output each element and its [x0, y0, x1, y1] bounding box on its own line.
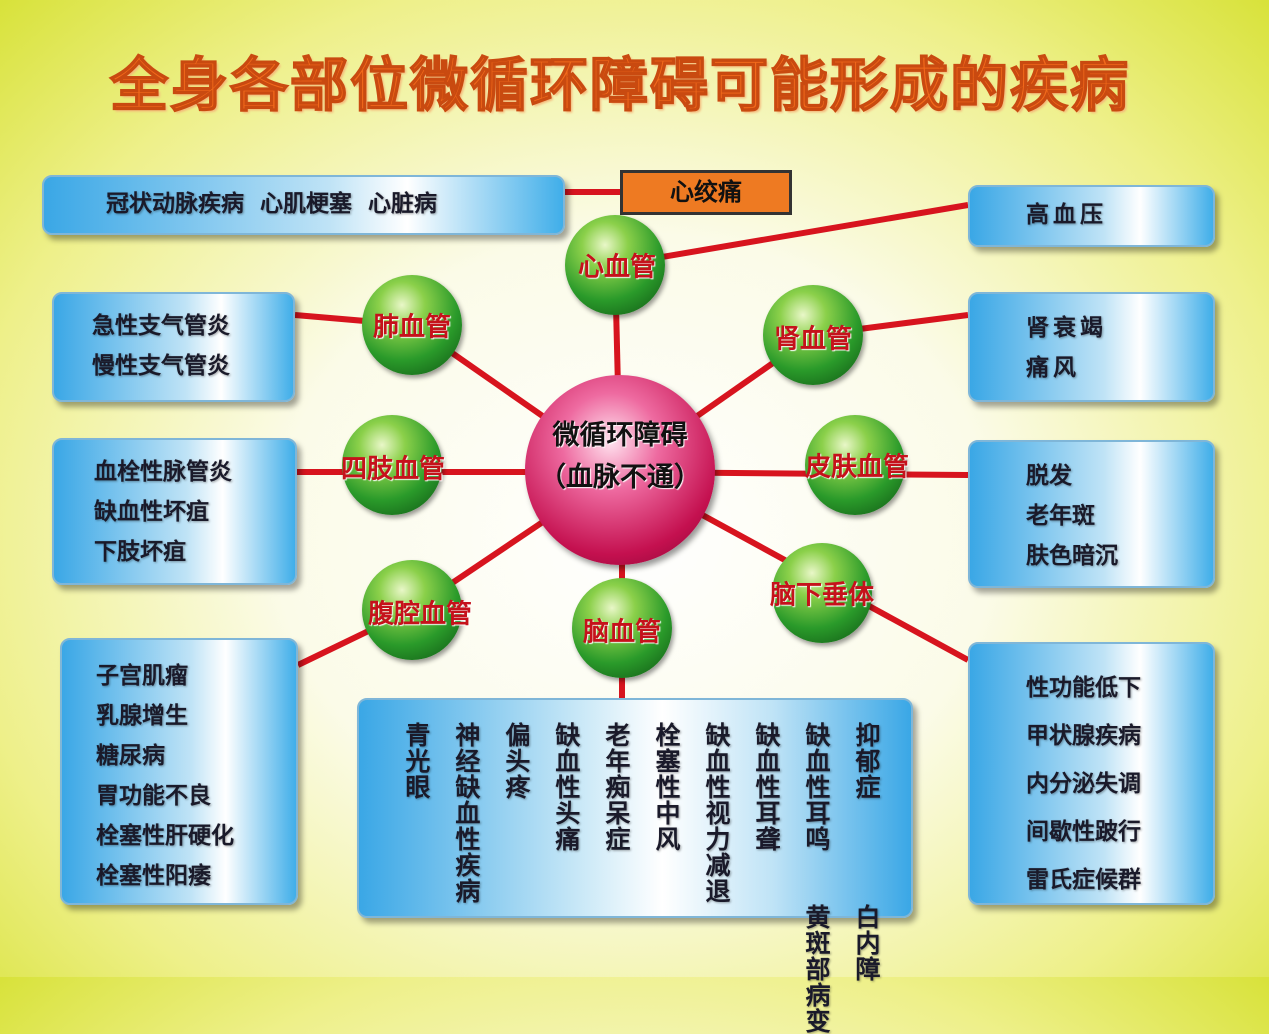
disease-item: 糖尿病	[96, 743, 165, 769]
disease-item: 雷氏症候群	[1026, 867, 1141, 893]
node-limbs	[342, 415, 442, 515]
kidney-diseases-box: 肾衰竭 痛风	[968, 292, 1215, 402]
label-abdomen: 腹腔血管	[367, 599, 473, 630]
node-skin	[805, 415, 905, 515]
angina-box: 心绞痛	[620, 170, 792, 215]
limb-diseases-box: 血栓性脉管炎 缺血性坏疽 下肢坏疽	[52, 438, 297, 585]
skin-diseases-box: 脱发 老年斑 肤色暗沉	[968, 440, 1215, 588]
disease-item: 内分泌失调	[1026, 771, 1141, 797]
label-brain: 脑血管	[582, 617, 662, 648]
disease-item: 乳腺增生	[96, 703, 188, 729]
label-kidney: 肾血管	[773, 324, 853, 355]
label-limbs: 四肢血管	[340, 454, 446, 485]
heart-diseases-box: 冠状动脉疾病 心肌梗塞 心脏病	[42, 175, 565, 235]
hypertension-box: 高血压	[968, 185, 1215, 247]
disease-item: 血栓性脉管炎	[94, 459, 232, 485]
node-kidney	[763, 285, 863, 385]
node-heart	[565, 215, 665, 315]
disease-item: 急性支气管炎	[92, 313, 230, 339]
disease-item: 黄斑部病变	[801, 904, 831, 1034]
disease-item: 老年痴呆症	[601, 722, 631, 852]
disease-item: 抑郁症	[852, 722, 881, 800]
brain-diseases-box: 抑郁症 缺血性耳鸣 缺血性耳聋 缺血性视力减退 栓塞性中风 老年痴呆症 缺血性头…	[357, 698, 913, 1034]
disease-item: 偏头疼	[501, 722, 531, 800]
abdomen-diseases-box: 子宫肌瘤 乳腺增生 糖尿病 胃功能不良 栓塞性肝硬化 栓塞性阳痿	[60, 638, 298, 905]
disease-item: 性功能低下	[1026, 675, 1141, 701]
disease-item: 缺血性耳聋	[751, 722, 781, 852]
line-hypertension	[614, 202, 969, 268]
disease-item: 老年斑	[1026, 503, 1095, 529]
disease-item: 肤色暗沉	[1026, 543, 1118, 569]
hypertension-text: 高血压	[1026, 202, 1107, 228]
disease-item: 栓塞性肝硬化	[96, 823, 234, 849]
disease-item: 神经缺血性疾病	[451, 722, 481, 904]
disease-item: 下肢坏疽	[94, 539, 186, 565]
disease-item: 栓塞性阳痿	[96, 863, 211, 889]
label-heart: 心血管	[577, 252, 657, 283]
disease-item: 缺血性头痛	[551, 722, 581, 852]
disease-item: 子宫肌瘤	[96, 663, 188, 689]
node-abdomen	[362, 560, 462, 660]
label-lung: 肺血管	[372, 312, 452, 343]
center-node: 微循环障碍 （血脉不通）	[525, 375, 715, 565]
disease-item: 慢性支气管炎	[92, 353, 230, 379]
heart-diseases-text: 冠状动脉疾病 心肌梗塞 心脏病	[106, 191, 438, 217]
node-brain	[572, 578, 672, 678]
node-pituitary	[772, 543, 872, 643]
label-pituitary: 脑下垂体	[769, 580, 875, 611]
disease-item: 青光眼	[401, 722, 431, 800]
disease-item: 痛风	[1026, 355, 1080, 381]
center-subtitle: （血脉不通）	[539, 462, 701, 493]
disease-item: 间歇性跛行	[1026, 819, 1141, 845]
center-title: 微循环障碍	[552, 420, 688, 451]
disease-item: 脱发	[1026, 463, 1072, 489]
disease-item: 胃功能不良	[96, 783, 211, 809]
disease-item: 缺血性坏疽	[94, 499, 209, 525]
disease-item: 白内障	[852, 904, 881, 982]
disease-item: 肾衰竭	[1026, 315, 1107, 341]
lung-diseases-box: 急性支气管炎 慢性支气管炎	[52, 292, 295, 402]
disease-item: 缺血性视力减退	[701, 722, 731, 904]
label-skin: 皮肤血管	[804, 452, 910, 483]
disease-item: 缺血性耳鸣	[801, 722, 831, 852]
disease-item: 甲状腺疾病	[1026, 723, 1141, 749]
page-title: 全身各部位微循环障碍可能形成的疾病	[109, 50, 1130, 120]
node-lung	[362, 275, 462, 375]
disease-item: 栓塞性中风	[651, 722, 681, 852]
pituitary-diseases-box: 性功能低下 甲状腺疾病 内分泌失调 间歇性跛行 雷氏症候群	[968, 642, 1215, 905]
